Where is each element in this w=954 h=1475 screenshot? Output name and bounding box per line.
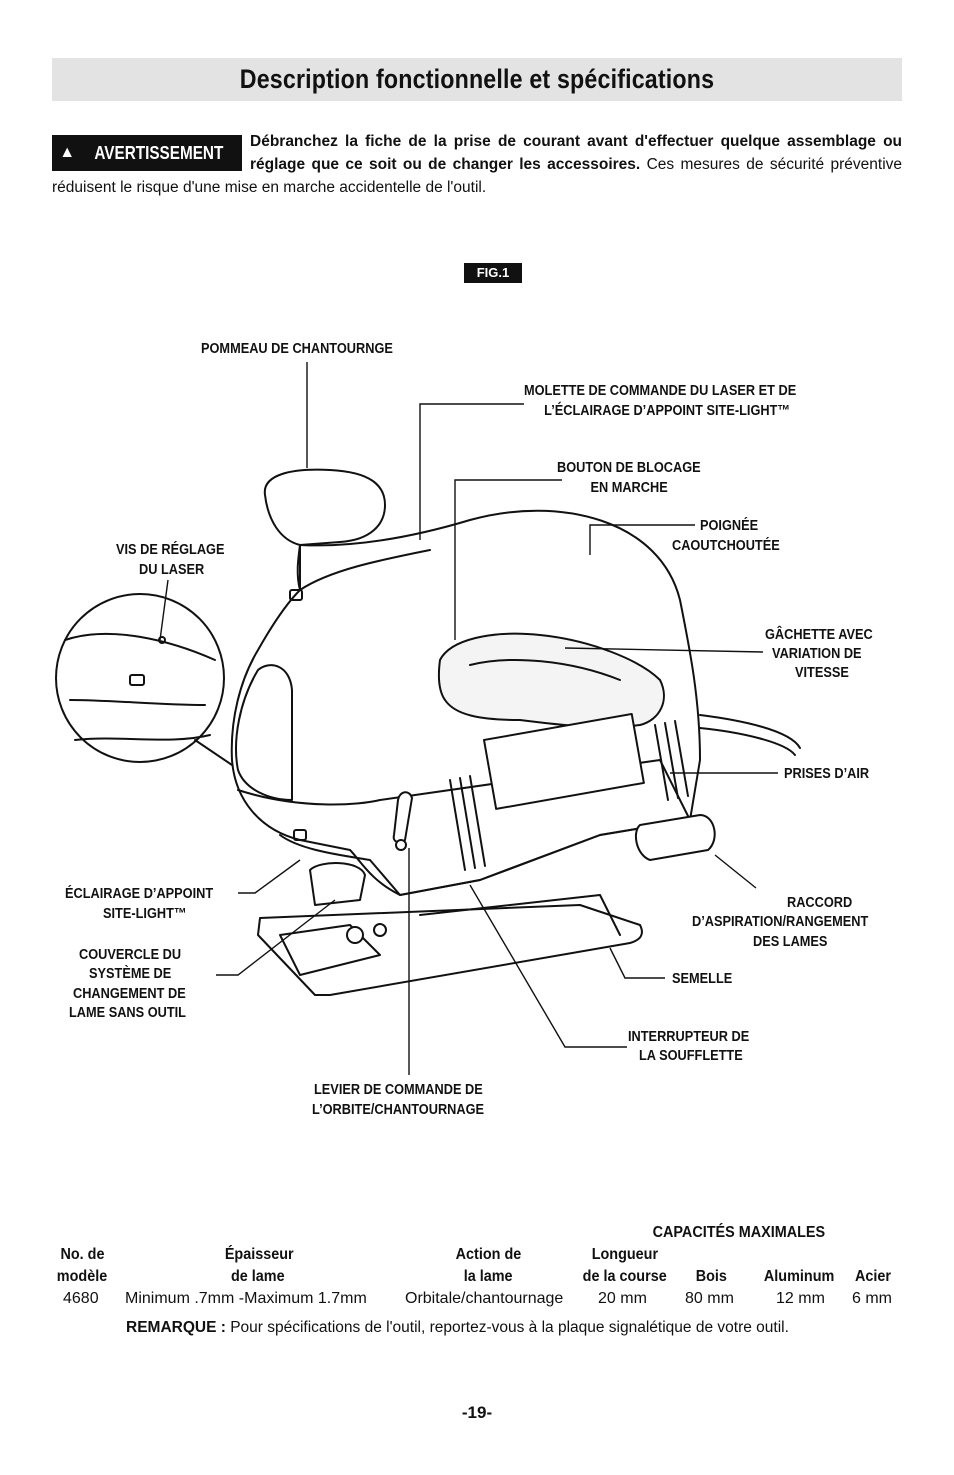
- label-semelle: SEMELLE: [672, 971, 733, 987]
- warning-label: AVERTISSEMENT: [94, 142, 224, 163]
- figure-label: FIG.1: [464, 263, 522, 283]
- label-pommeau: POMMEAU DE CHANTOURNGE: [201, 341, 393, 357]
- label-interrupteur-2: LA SOUFFLETTE: [639, 1048, 743, 1064]
- spec-header-stroke-1: Longueur: [591, 1246, 659, 1263]
- page-number: -19-: [461, 1403, 493, 1422]
- spec-header-thickness-2: de lame: [230, 1268, 285, 1285]
- page-title: Description fonctionnelle et spécificati…: [239, 64, 715, 94]
- spec-header-action-2: la lame: [463, 1268, 513, 1285]
- spec-value-model: 4680: [63, 1290, 99, 1307]
- label-couvercle-3: CHANGEMENT DE: [73, 986, 186, 1002]
- label-levier: LEVIER DE COMMANDE DE: [314, 1082, 483, 1098]
- spec-header-stroke-2: de la course: [582, 1268, 667, 1285]
- remark-text: Pour spécifications de l'outil, reportez…: [225, 1319, 789, 1336]
- label-vis-reglage-2: DU LASER: [139, 562, 205, 578]
- spec-header-model-1: No. de: [60, 1246, 105, 1263]
- spec-header-thickness-1: Épaisseur: [224, 1246, 294, 1263]
- warning-paragraph: Débranchez la fiche de la prise de coura…: [52, 130, 902, 199]
- remark-note: REMARQUE : Pour spécifications de l'outi…: [126, 1319, 789, 1337]
- warning-badge: ▲ AVERTISSEMENT: [52, 135, 242, 171]
- label-bouton-blocage: BOUTON DE BLOCAGE EN MARCHE: [557, 460, 701, 496]
- spec-value-thickness: Minimum .7mm -Maximum 1.7mm: [125, 1290, 367, 1307]
- label-gachette: GÂCHETTE AVEC: [765, 627, 873, 643]
- label-couvercle-2: SYSTÈME DE: [89, 966, 172, 982]
- spec-header-model-2: modèle: [56, 1268, 108, 1285]
- spec-value-wood: 80 mm: [685, 1290, 734, 1307]
- spec-value-aluminum: 12 mm: [776, 1290, 825, 1307]
- label-couvercle-4: LAME SANS OUTIL: [69, 1005, 186, 1021]
- label-couvercle: COUVERCLE DU: [79, 947, 182, 963]
- spec-group-header: CAPACITÉS MAXIMALES: [652, 1224, 826, 1241]
- label-prises-air: PRISES D’AIR: [784, 766, 870, 782]
- label-poignee-2: CAOUTCHOUTÉE: [672, 538, 780, 554]
- label-levier-2: L’ORBITE/CHANTOURNAGE: [312, 1102, 485, 1118]
- label-gachette-3: VITESSE: [795, 665, 849, 681]
- label-eclairage: ÉCLAIRAGE D’APPOINT: [65, 886, 214, 902]
- warning-triangle-icon: ▲: [59, 144, 76, 161]
- spec-header-wood: Bois: [695, 1268, 727, 1285]
- label-raccord: RACCORD: [787, 895, 853, 911]
- spec-header-aluminum: Aluminum: [763, 1268, 835, 1285]
- label-gachette-2: VARIATION DE: [772, 646, 862, 662]
- warning-bold-text: Débranchez la fiche de la prise de coura…: [250, 133, 902, 173]
- label-molette: MOLETTE DE COMMANDE DU LASER ET DE L’ÉCL…: [524, 383, 797, 419]
- spec-header-steel: Acier: [855, 1268, 892, 1285]
- label-poignee: POIGNÉE: [700, 518, 759, 534]
- title-bar: Description fonctionnelle et spécificati…: [52, 58, 902, 101]
- spec-value-action: Orbitale/chantournage: [405, 1290, 564, 1307]
- spec-value-steel: 6 mm: [852, 1290, 892, 1307]
- remark-label: REMARQUE :: [126, 1319, 226, 1336]
- label-interrupteur: INTERRUPTEUR DE: [628, 1029, 750, 1045]
- label-eclairage-2: SITE-LIGHT™: [103, 906, 187, 922]
- spec-header-action-1: Action de: [455, 1246, 522, 1263]
- label-raccord-2: D’ASPIRATION/RANGEMENT: [692, 914, 869, 930]
- label-vis-reglage: VIS DE RÉGLAGE: [116, 542, 225, 558]
- spec-value-stroke: 20 mm: [598, 1290, 647, 1307]
- label-raccord-3: DES LAMES: [753, 934, 828, 950]
- warning-text: Ces mesures de sécurité préventive rédui…: [52, 156, 903, 196]
